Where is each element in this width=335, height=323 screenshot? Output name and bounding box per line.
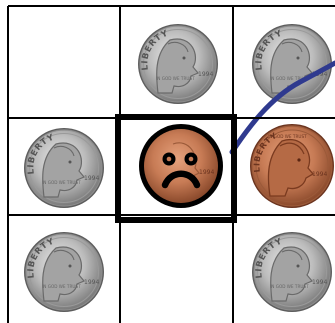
coin-year-text: 1994 <box>198 71 213 78</box>
coin-motto2-text: IN GOD WE TRUST <box>270 284 309 289</box>
coin-year-text: 1994 <box>312 279 327 286</box>
board-cell-r0-c0[interactable] <box>8 6 120 118</box>
coin-year-text: 1994 <box>199 169 214 176</box>
coin-year-text: 1994 <box>84 175 99 182</box>
coin-motto2-text: IN GOD WE TRUST <box>42 284 81 289</box>
coin-motto2-text: IN GOD WE TRUST <box>42 180 81 185</box>
board-cell-r2-c1[interactable] <box>120 215 233 323</box>
sad-face-icon[interactable]: 1994 <box>139 124 223 208</box>
coin-year-text: 1994 <box>84 279 99 286</box>
coin-year-text: 1994 <box>312 171 327 178</box>
coin-motto2-text: IN GOD WE TRUST <box>268 134 307 139</box>
coin-motto2-text: IN GOD WE TRUST <box>156 76 195 81</box>
